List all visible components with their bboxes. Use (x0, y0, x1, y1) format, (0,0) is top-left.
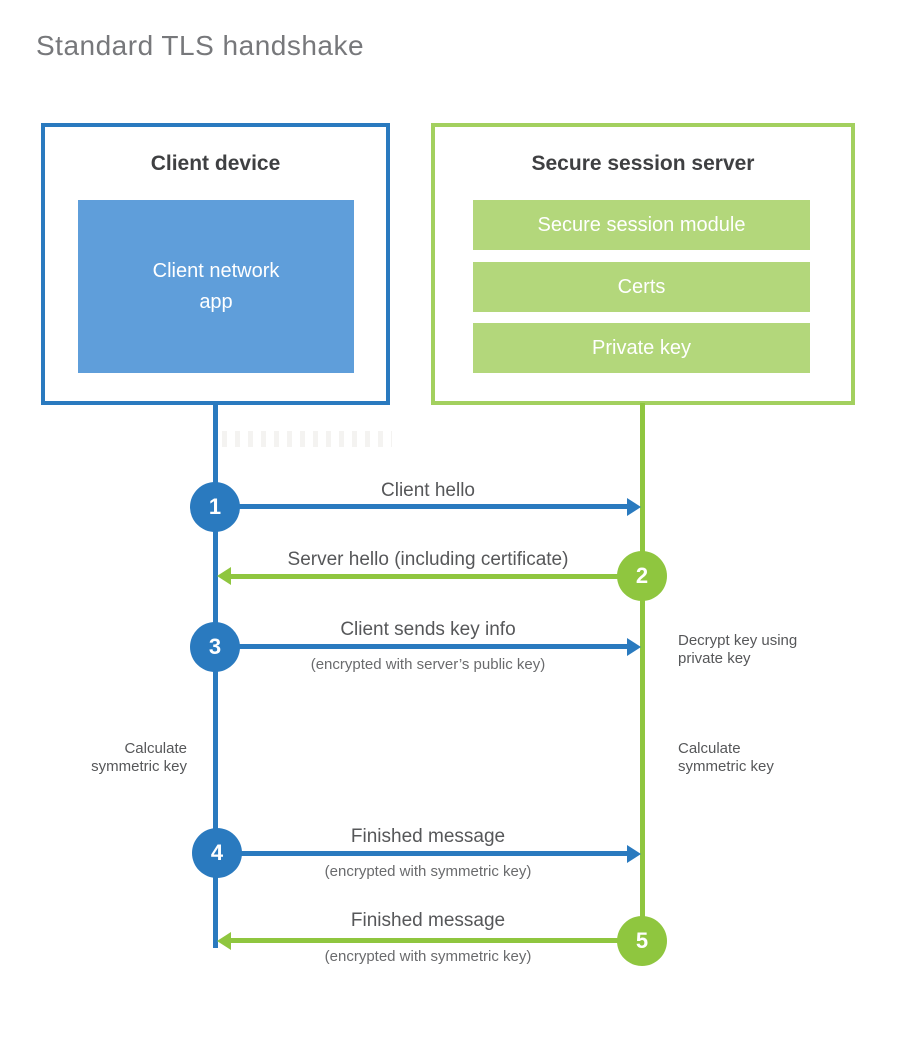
secure-session-server-title: Secure session server (531, 152, 755, 175)
server-module-private-key: Private key (473, 323, 810, 373)
server-module-secure-session-module: Secure session module (473, 200, 810, 250)
arrow-step5-shaft (231, 938, 620, 943)
client-device-box: Client device Client network app (41, 123, 390, 405)
client-app-label-line1: Client network (152, 259, 280, 282)
arrow-step1-shaft (238, 504, 628, 509)
client-app-label-line2: app (199, 290, 233, 313)
step1-label: Client hello (381, 480, 475, 501)
server-lifeline (640, 403, 645, 943)
step4-sublabel: (encrypted with symmetric key) (324, 863, 532, 880)
step3-sublabel: (encrypted with server’s public key) (310, 656, 546, 673)
note-calc-server-line1: Calculate (678, 740, 741, 757)
step3-label: Client sends key info (340, 619, 516, 640)
arrow-step1-head-icon (627, 498, 641, 516)
step5-label: Finished message (350, 910, 506, 931)
step5-badge: 5 (617, 916, 667, 966)
note-decrypt-key-line2: private key (678, 650, 751, 667)
secure-session-server-box: Secure session server Secure session mod… (431, 123, 855, 405)
note-decrypt-key-line1: Decrypt key using (678, 632, 798, 649)
client-device-title: Client device (150, 152, 281, 175)
arrow-step2-head-icon (217, 567, 231, 585)
client-network-app-box: Client network app (78, 200, 354, 373)
page-title: Standard TLS handshake (36, 30, 365, 61)
arrow-step3-shaft (238, 644, 628, 649)
step1-badge: 1 (190, 482, 240, 532)
note-calc-server-line2: symmetric key (678, 758, 774, 775)
arrow-step4-shaft (238, 851, 628, 856)
note-calc-client-line2: symmetric key (91, 758, 187, 775)
arrow-step3-head-icon (627, 638, 641, 656)
note-calc-client-line1: Calculate (124, 740, 187, 757)
note-calculate-symmetric-key-server: Calculate symmetric key (678, 740, 774, 776)
faint-dashes-artifact (222, 431, 392, 447)
client-lifeline (213, 403, 218, 948)
step4-label: Finished message (350, 826, 506, 847)
server-module-certs: Certs (473, 262, 810, 312)
arrow-step2-shaft (231, 574, 620, 579)
step4-badge: 4 (192, 828, 242, 878)
arrow-step5-head-icon (217, 932, 231, 950)
arrow-step4-head-icon (627, 845, 641, 863)
note-calculate-symmetric-key-client: Calculate symmetric key (47, 740, 187, 776)
note-decrypt-key: Decrypt key using private key (678, 632, 797, 668)
step3-badge: 3 (190, 622, 240, 672)
step2-badge: 2 (617, 551, 667, 601)
step5-sublabel: (encrypted with symmetric key) (324, 948, 532, 965)
step2-label: Server hello (including certificate) (287, 549, 569, 570)
